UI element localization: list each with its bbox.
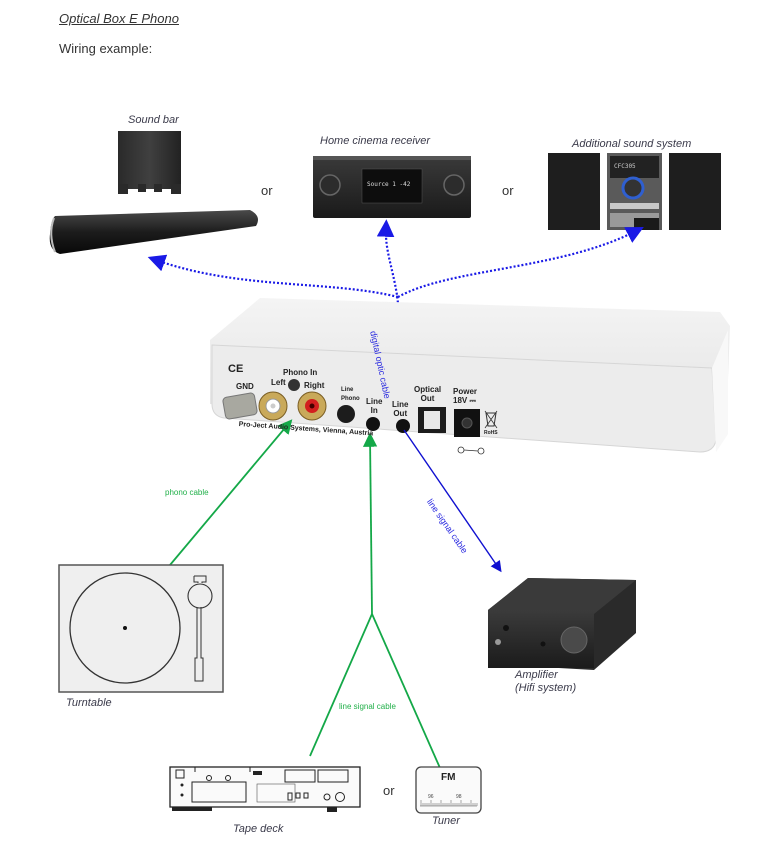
line-in-cable-label: line signal cable — [339, 702, 396, 711]
power-label: Power 18V ⎓ — [453, 387, 477, 405]
amplifier-image — [488, 578, 636, 670]
tuner-band-label: FM — [441, 772, 456, 783]
tuner-label: Tuner — [432, 815, 460, 827]
receiver-label: Home cinema receiver — [320, 135, 431, 147]
power-label-line1: Power — [453, 387, 478, 396]
line-in-label-line1: Line — [366, 397, 383, 406]
receiver-image — [313, 156, 471, 218]
soundbar-image — [49, 210, 258, 254]
line-out-label: Line Out — [392, 400, 408, 418]
tape-deck-image — [169, 766, 361, 812]
optical-box-device — [210, 298, 730, 455]
sound-bar-label: Sound bar — [128, 114, 179, 126]
switch-line-label: Line — [341, 387, 354, 393]
amplifier-label-line1: Amplifier — [515, 669, 558, 681]
turntable-label: Turntable — [66, 697, 112, 709]
phono-cable — [169, 419, 293, 566]
sound-system-display: CFC305 — [614, 163, 636, 170]
line-out-label-line2: Out — [393, 409, 408, 418]
page-title: Optical Box E Phono — [59, 11, 179, 26]
tape-deck-label: Tape deck — [233, 823, 284, 835]
turntable-image — [58, 564, 224, 693]
switch-phono-label: Phono — [341, 396, 360, 402]
optical-out-label: Optical Out — [414, 385, 441, 403]
line-out-label-line1: Line — [392, 400, 409, 409]
tuner-scale-96: 96 — [428, 794, 434, 800]
page-subtitle: Wiring example: — [59, 41, 153, 56]
line-in-cable — [309, 432, 441, 769]
power-label-line2: 18V ⎓ — [453, 396, 476, 405]
optical-out-label-line1: Optical — [414, 385, 442, 394]
phono-in-label: Phono In — [283, 368, 318, 377]
gnd-label: GND — [236, 382, 254, 391]
amplifier-label-line2: (Hifi system) — [515, 682, 577, 694]
tuner-scale-98: 98 — [456, 794, 462, 800]
digital-optic-cable — [147, 219, 644, 411]
rohs-label: RoHS — [484, 430, 498, 436]
ce-mark: CE — [228, 363, 244, 375]
left-label: Left — [271, 378, 286, 387]
optical-out-label-line2: Out — [420, 394, 435, 403]
right-label: Right — [304, 381, 325, 390]
subwoofer-image — [118, 131, 181, 194]
sound-system-label: Additional sound system — [572, 138, 692, 150]
tuner-image — [415, 766, 482, 814]
or-label: or — [261, 183, 273, 198]
sound-system-image — [548, 153, 721, 230]
line-in-label: Line In — [366, 397, 382, 415]
or-label: or — [383, 783, 395, 798]
phono-cable-label: phono cable — [165, 488, 209, 497]
line-out-cable — [403, 429, 502, 573]
line-in-label-line2: In — [370, 406, 378, 415]
or-label: or — [502, 183, 514, 198]
receiver-display: Source 1 -42 — [367, 181, 411, 188]
